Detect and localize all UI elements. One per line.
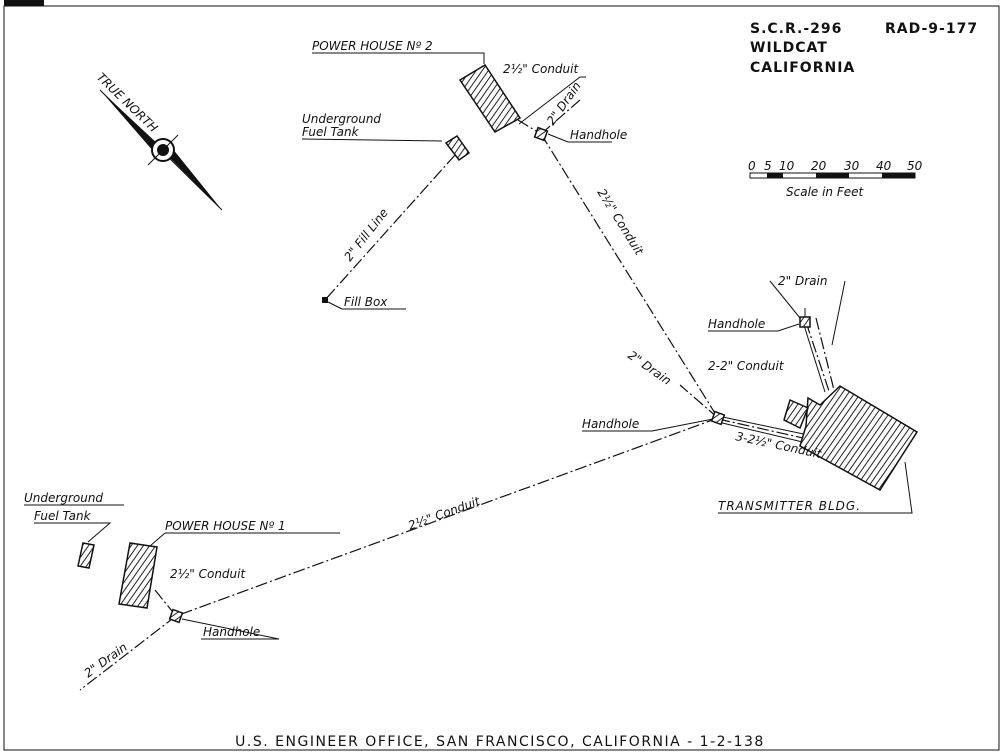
label-fuel-tank-left: Underground — [24, 491, 103, 505]
fill-line — [324, 154, 456, 301]
corner-tab — [4, 0, 44, 6]
power-house-1 — [118, 542, 158, 609]
scale-tick: 10 — [779, 159, 795, 173]
scale-tick: 20 — [811, 159, 827, 173]
transmitter-annex — [783, 398, 809, 430]
label-handhole-right: Handhole — [708, 317, 765, 331]
scale-bar: 0 5 10 20 30 40 50 Scale in Feet — [748, 159, 923, 199]
footer-office: U.S. ENGINEER OFFICE, SAN FRANCISCO, CAL… — [235, 734, 765, 750]
title-line-2: WILDCAT — [750, 40, 828, 56]
drawing-border — [3, 5, 1000, 751]
north-arrow-label: TRUE NORTH — [94, 70, 161, 135]
fuel-tank-left — [77, 542, 95, 569]
label-handhole-mid: Handhole — [582, 417, 639, 431]
label-conduit-ph2: 2½" Conduit — [503, 62, 579, 76]
label-handhole-top: Handhole — [570, 128, 627, 142]
label-handhole-bottom: Handhole — [203, 625, 260, 639]
scale-tick: 40 — [876, 159, 892, 173]
label-fuel-tank-left-2: Fuel Tank — [34, 509, 92, 523]
drain-bottom-line — [79, 615, 177, 691]
scale-label: Scale in Feet — [786, 185, 865, 199]
label-fuel-tank-top: Underground — [302, 112, 381, 126]
scale-tick: 5 — [764, 159, 772, 173]
title-block: S.C.R.-296 RAD-9-177 WILDCAT CALIFORNIA — [750, 21, 978, 76]
scale-tick: 0 — [748, 159, 756, 173]
label-power-house-1: POWER HOUSE Nº 1 — [165, 519, 286, 533]
fuel-tank-top — [444, 134, 471, 162]
leader-lines — [24, 52, 913, 640]
conduit-mid-to-bottom — [175, 417, 719, 617]
transmitter-building — [799, 385, 919, 491]
label-drain-ph2: 2" Drain — [544, 79, 584, 128]
power-house-2 — [458, 63, 522, 133]
handhole-mid — [710, 410, 726, 426]
label-drain-right: 2" Drain — [778, 274, 827, 288]
label-conduit-long-top: 2½" Conduit — [594, 186, 646, 258]
label-conduit-ph1: 2½" Conduit — [170, 567, 246, 581]
label-drain-bottom: 2" Drain — [82, 640, 130, 680]
handhole-bottom — [168, 608, 184, 624]
label-fuel-tank-top-2: Fuel Tank — [302, 125, 360, 139]
fill-box — [322, 297, 328, 303]
label-fill-box: Fill Box — [344, 295, 388, 309]
label-conduit-long-bottom: 2½" Conduit — [406, 494, 483, 533]
label-conduit-2x2: 2-2" Conduit — [708, 359, 785, 373]
conduit-top-to-mid — [540, 133, 719, 419]
scale-tick: 30 — [844, 159, 860, 173]
label-power-house-2: POWER HOUSE Nº 2 — [312, 39, 433, 53]
label-transmitter: TRANSMITTER BLDG. — [718, 499, 861, 513]
title-line-3: CALIFORNIA — [750, 60, 855, 76]
label-drain-mid: 2" Drain — [625, 348, 674, 388]
handhole-right — [799, 316, 811, 328]
title-line-1: S.C.R.-296 — [750, 21, 842, 37]
handhole-top — [533, 126, 549, 142]
north-arrow: TRUE NORTH — [94, 70, 223, 211]
title-code: RAD-9-177 — [885, 21, 978, 37]
scale-tick: 50 — [907, 159, 923, 173]
